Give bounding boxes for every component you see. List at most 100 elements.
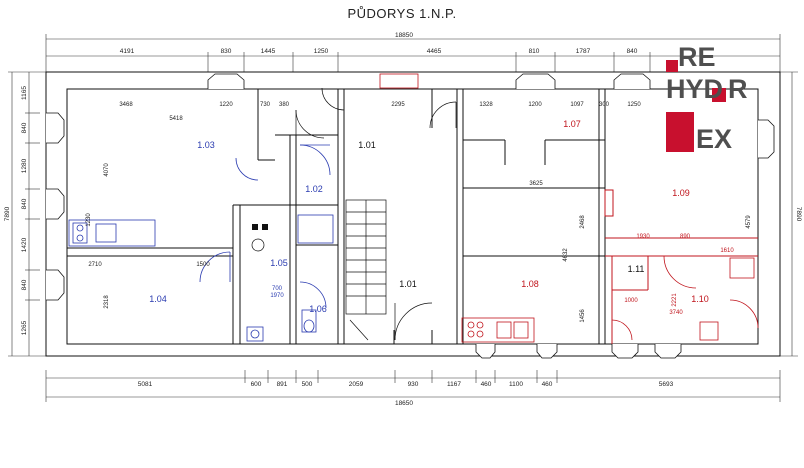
dim-label: 1787 — [576, 48, 591, 55]
dim-label: 4465 — [427, 48, 442, 55]
dim-label: 891 — [277, 381, 288, 388]
logo-text-row2: HYD — [666, 74, 723, 104]
right-window-bay — [758, 119, 775, 159]
dim-label: 1500 — [196, 262, 210, 268]
logo-accent-block — [666, 60, 678, 72]
interior-walls — [67, 89, 606, 344]
dim-label: 4070 — [104, 163, 110, 177]
dim-label: 1200 — [528, 102, 542, 108]
dim-label: 460 — [542, 381, 553, 388]
bottom-window-bays — [475, 344, 682, 359]
dim-label: 1970 — [270, 293, 284, 299]
bathroom-fixtures — [246, 214, 334, 342]
logo-accent-block — [666, 112, 694, 152]
company-logo: RE HYD R EX — [666, 42, 748, 154]
dim-label: 1328 — [479, 102, 493, 108]
dim-label: 500 — [302, 381, 313, 388]
room-label-1-04: 1.04 — [149, 294, 167, 304]
dim-label: 700 — [272, 286, 283, 292]
top-dimension-chain — [45, 34, 781, 72]
kitchen-1-03 — [68, 219, 156, 247]
right-dimension-chain — [780, 71, 798, 357]
dim-label: 4632 — [563, 248, 569, 262]
dim-label: 2318 — [104, 295, 110, 309]
dim-label: 840 — [21, 279, 28, 290]
dim-label: 1250 — [627, 102, 641, 108]
new-walls-red — [379, 73, 758, 344]
logo-text-row1: RE — [678, 42, 716, 72]
room-label-1-07: 1.07 — [563, 119, 581, 129]
dim-label: 1280 — [21, 158, 28, 173]
left-dimension-chain — [8, 71, 46, 357]
dim-label: 930 — [408, 381, 419, 388]
bottom-dimension-labels: 5081 600 891 500 2059 930 1167 460 1100 … — [138, 381, 674, 388]
icons-1-05 — [251, 224, 268, 252]
logo-text-row3: R — [728, 74, 748, 104]
dim-label: 2059 — [349, 381, 364, 388]
dim-label: 890 — [680, 234, 691, 240]
dim-label: 830 — [221, 48, 232, 55]
logo-accent-block — [712, 88, 726, 102]
dim-label: 3625 — [529, 181, 543, 187]
room-label-1-10: 1.10 — [691, 294, 709, 304]
room-label-1-06: 1.06 — [309, 304, 327, 314]
dim-label: 1230 — [86, 213, 92, 227]
dim-label: 1097 — [570, 102, 584, 108]
dim-label: 5418 — [169, 116, 183, 122]
dim-label: 5693 — [659, 381, 674, 388]
room-label-1-02: 1.02 — [305, 184, 323, 194]
dim-label: 5081 — [138, 381, 153, 388]
dim-label: 1220 — [219, 102, 233, 108]
room-label-1-01: 1.01 — [358, 140, 376, 150]
dim-label: 840 — [21, 198, 28, 209]
dim-label: 2710 — [88, 262, 102, 268]
staircase — [345, 199, 433, 341]
dim-label: 1610 — [720, 248, 734, 254]
dim-label: 600 — [251, 381, 262, 388]
room-label-1-11: 1.11 — [628, 264, 645, 274]
dim-label: 840 — [627, 48, 638, 55]
bathroom-1-10 — [611, 255, 759, 341]
dim-label: 3740 — [669, 310, 683, 316]
dim-label: 4191 — [120, 48, 135, 55]
dim-label: 460 — [481, 381, 492, 388]
dim-right-total: 7890 — [795, 207, 802, 222]
room-label-1-09: 1.09 — [672, 188, 690, 198]
dim-label: 1100 — [509, 381, 523, 388]
dim-label: 1265 — [21, 320, 28, 335]
dim-label: 3468 — [119, 102, 133, 108]
dim-label: 300 — [599, 102, 610, 108]
top-dimension-labels: 4191 830 1445 1250 4465 810 1787 840 — [120, 48, 638, 55]
left-window-bays — [46, 112, 65, 301]
room-label-1-05: 1.05 — [270, 258, 288, 268]
dim-label: 1445 — [261, 48, 276, 55]
plan-title: PŮDORYS 1.N.P. — [347, 6, 457, 21]
dim-label: 4579 — [746, 215, 752, 229]
dim-label: 1000 — [624, 298, 638, 304]
dim-label: 730 — [260, 102, 271, 108]
dim-label: 1930 — [636, 234, 650, 240]
dim-top-total: 18850 — [395, 32, 413, 39]
dim-label: 1420 — [21, 237, 28, 252]
dim-label: 1165 — [21, 86, 28, 100]
dim-label: 1250 — [314, 48, 329, 55]
new-door-swings — [199, 144, 331, 309]
room-label-1-08: 1.08 — [521, 279, 539, 289]
door-swings — [295, 87, 457, 139]
room-label-1-03: 1.03 — [197, 140, 215, 150]
dim-label: 2221 — [672, 293, 678, 307]
bottom-dimension-chain — [45, 370, 781, 402]
dim-label: 2295 — [391, 102, 405, 108]
dim-left-total: 7890 — [4, 206, 11, 221]
inner-dimension-labels: 3468 1220 730 380 2295 1328 1200 1097 30… — [86, 102, 752, 323]
dim-label: 1167 — [447, 381, 461, 388]
top-window-bays — [207, 73, 651, 89]
dim-label: 840 — [21, 122, 28, 133]
dim-bottom-total: 18650 — [395, 400, 413, 407]
left-dimension-labels: 1165 840 1280 840 1420 840 1265 — [21, 86, 28, 336]
dim-label: 1456 — [580, 309, 586, 323]
room-label-1-01-stairs: 1.01 — [399, 279, 417, 289]
dim-label: 2468 — [580, 215, 586, 229]
dim-label: 380 — [279, 102, 290, 108]
